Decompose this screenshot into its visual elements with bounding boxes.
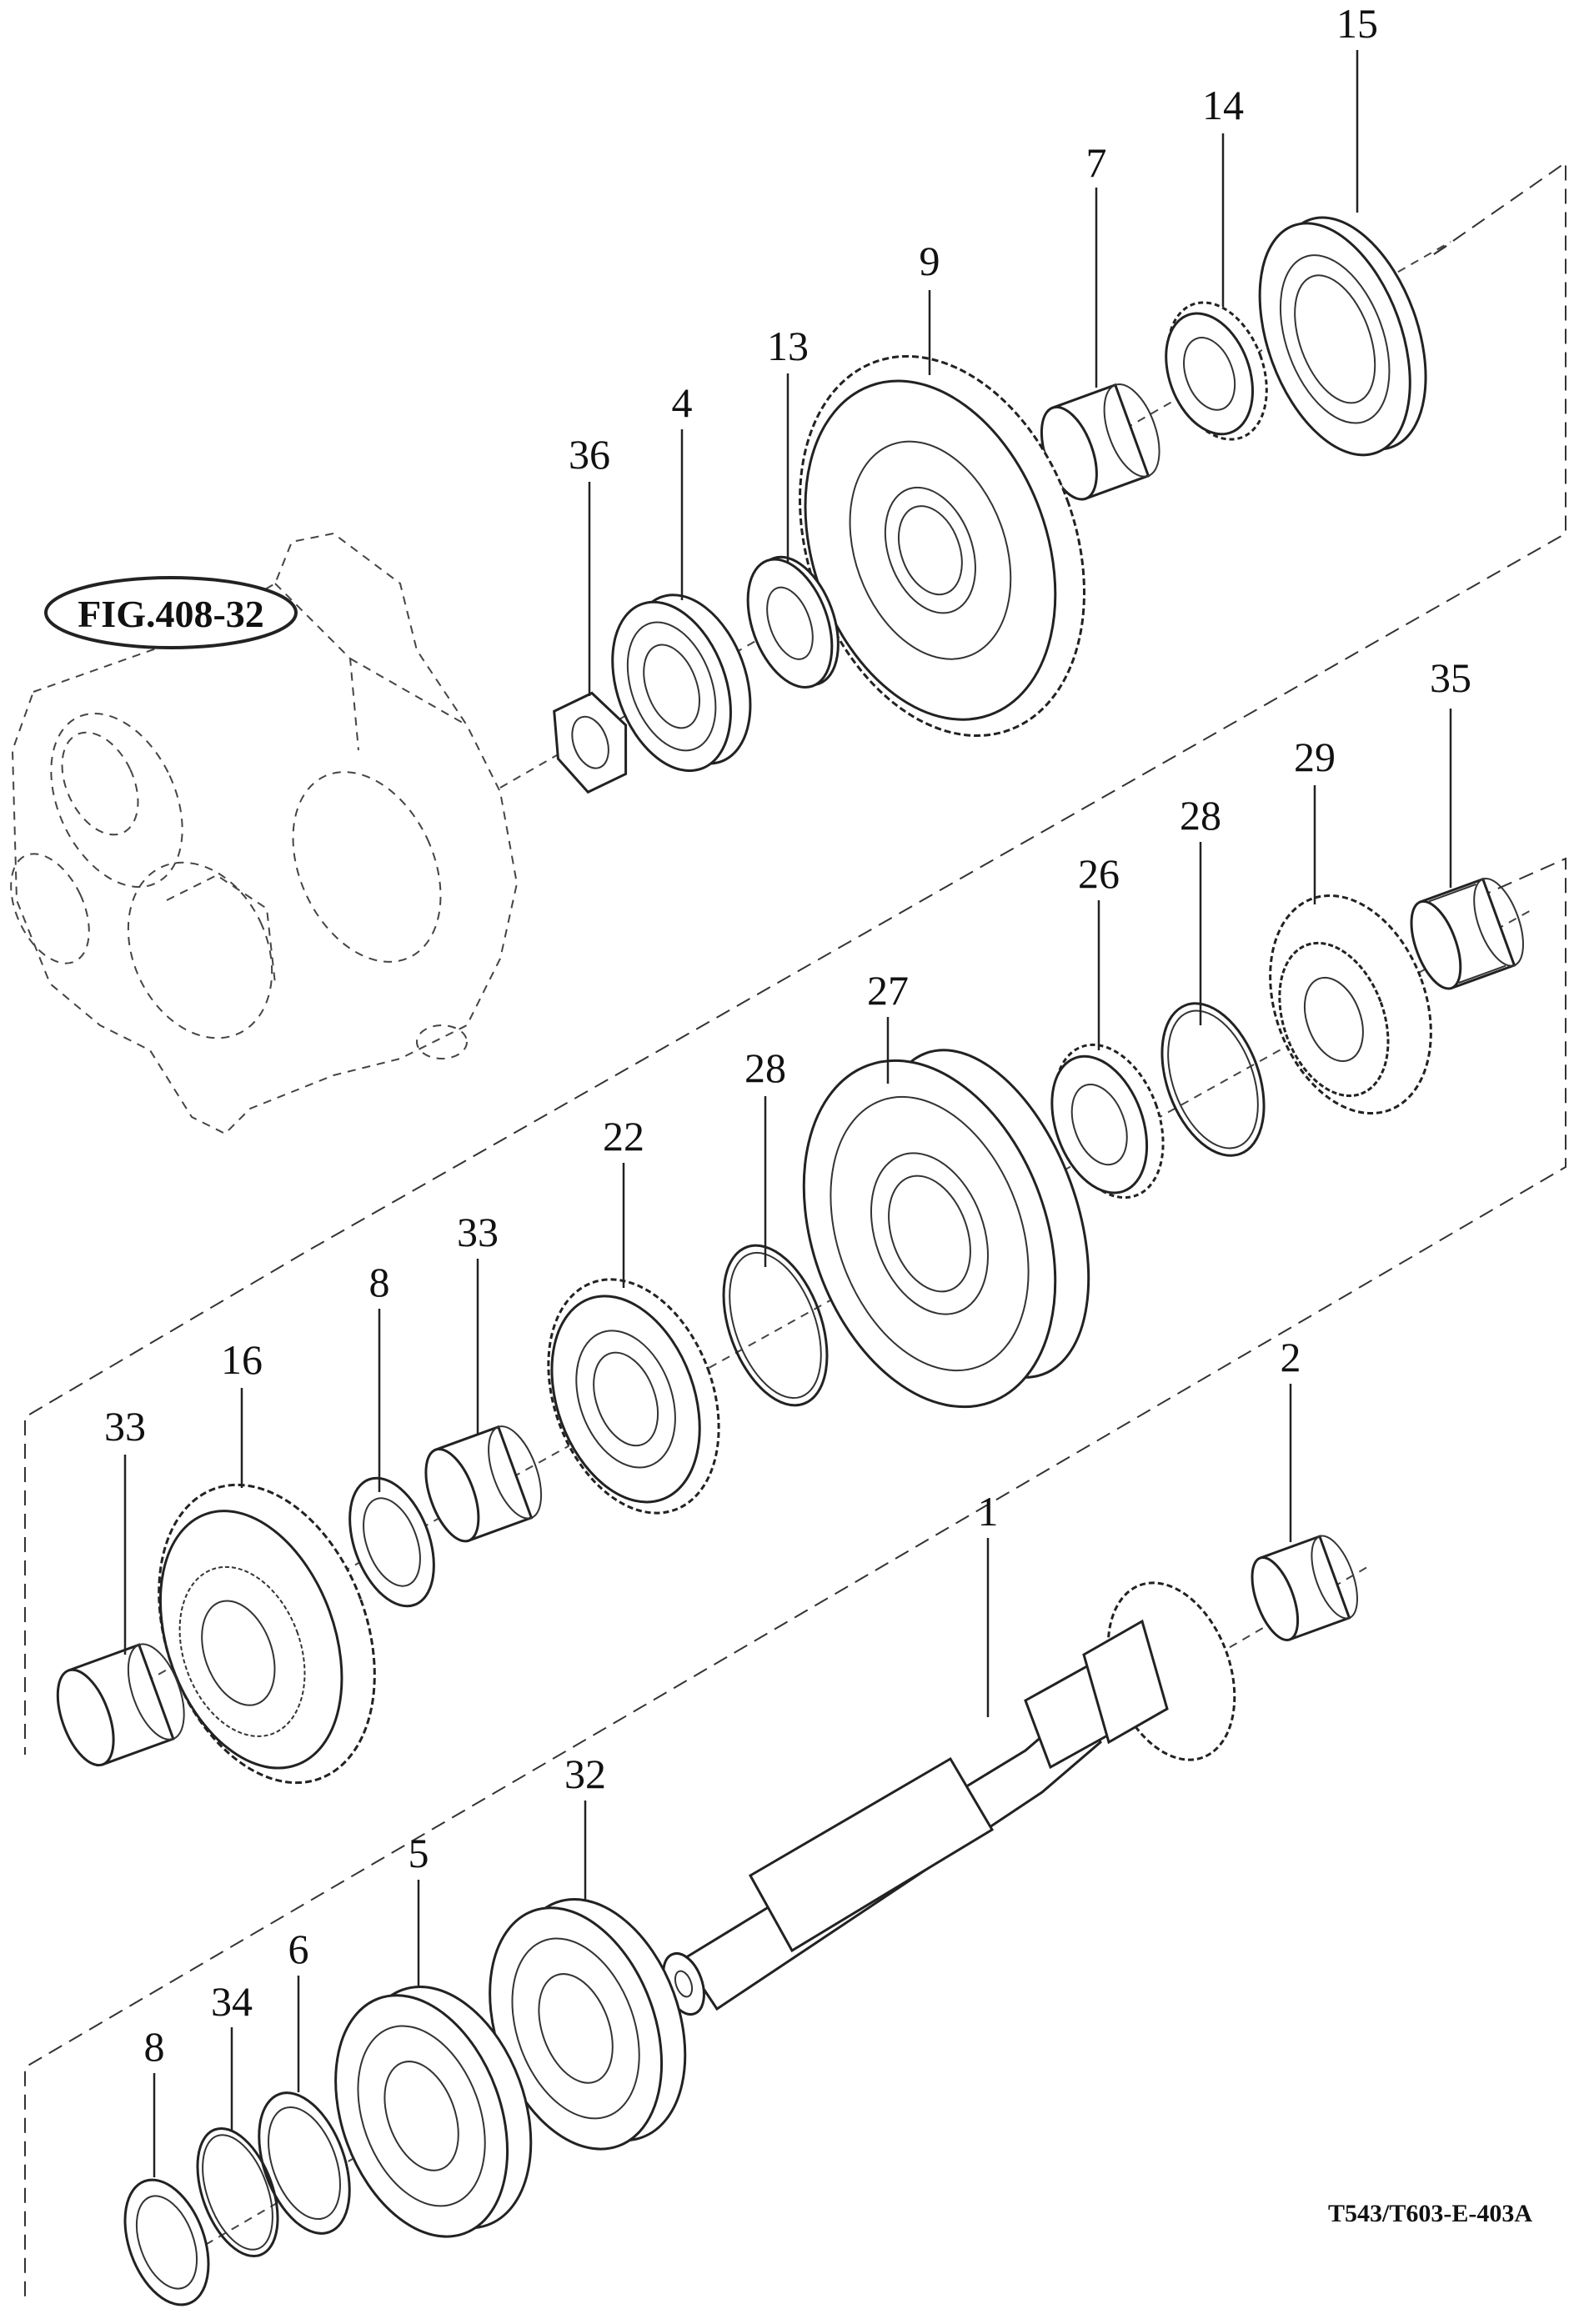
callout-33-upper: 33 [457, 1209, 499, 1255]
part-35-needle-bearing [1410, 877, 1524, 990]
part-4-bearing [611, 594, 752, 773]
callout-26: 26 [1078, 850, 1120, 897]
callout-33-lower: 33 [104, 1403, 146, 1450]
part-9-large-gear [799, 354, 1085, 738]
part-33-collar-lower [56, 1643, 185, 1767]
part-22-gear [547, 1278, 720, 1515]
callout-4: 4 [672, 379, 693, 426]
reference-callout: FIG.408-32 [44, 576, 298, 649]
callout-14: 14 [1202, 82, 1244, 128]
callout-22: 22 [603, 1113, 644, 1159]
callout-8-upper: 8 [369, 1259, 390, 1305]
part-14-hub-gear [1165, 301, 1268, 441]
part-33-collar-upper [424, 1425, 543, 1543]
group-boundaries [24, 161, 1566, 2301]
part-6-washer [258, 2091, 351, 2235]
part-28-snap-ring-upper [1160, 1002, 1266, 1157]
part-16-gear [158, 1483, 376, 1785]
callout-2: 2 [1281, 1334, 1301, 1380]
part-5-bearing [334, 1986, 533, 2238]
reference-label: FIG.408-32 [78, 593, 264, 635]
part-36-nut [553, 691, 628, 794]
callout-28-lower: 28 [744, 1044, 786, 1091]
callout-32: 32 [564, 1751, 606, 1797]
leader-lines [123, 50, 1452, 2177]
part-28-snap-ring-lower [722, 1244, 829, 1407]
callout-13: 13 [767, 323, 809, 369]
callout-16: 16 [221, 1336, 263, 1383]
callout-35: 35 [1430, 654, 1471, 701]
callout-29: 29 [1294, 734, 1336, 780]
callout-6: 6 [288, 1926, 309, 1972]
part-27-clutch-drum [802, 1049, 1090, 1409]
drawing-code: T543/T603-E-403A [1328, 2200, 1532, 2227]
callout-34: 34 [211, 1978, 253, 2025]
reference-oval [44, 576, 298, 649]
part-1-main-shaft [662, 1581, 1236, 2016]
callout-7: 7 [1086, 139, 1107, 186]
part-26-hub-gear [1050, 1043, 1165, 1200]
callout-5: 5 [409, 1830, 429, 1876]
part-8-washer-upper [348, 1476, 435, 1608]
part-34-snap-ring [196, 2126, 279, 2258]
callout-labels: 15 14 7 9 13 4 36 35 29 28 26 27 28 22 3… [104, 0, 1471, 2070]
part-8-washer-lower [123, 2178, 210, 2306]
callout-28-upper: 28 [1180, 792, 1221, 839]
part-15-sleeve [1258, 216, 1427, 457]
part-13-washer [746, 555, 840, 689]
callout-36: 36 [569, 431, 610, 478]
part-29-double-gear [1269, 894, 1432, 1115]
callout-8-lower: 8 [144, 2023, 165, 2070]
part-32-bearing [489, 1898, 687, 2151]
housing-outline [10, 532, 519, 1135]
callout-1: 1 [978, 1488, 999, 1535]
callout-9: 9 [920, 238, 940, 284]
callout-15: 15 [1336, 0, 1378, 47]
callout-27: 27 [867, 967, 909, 1014]
part-2-needle-bearing [1251, 1535, 1358, 1641]
